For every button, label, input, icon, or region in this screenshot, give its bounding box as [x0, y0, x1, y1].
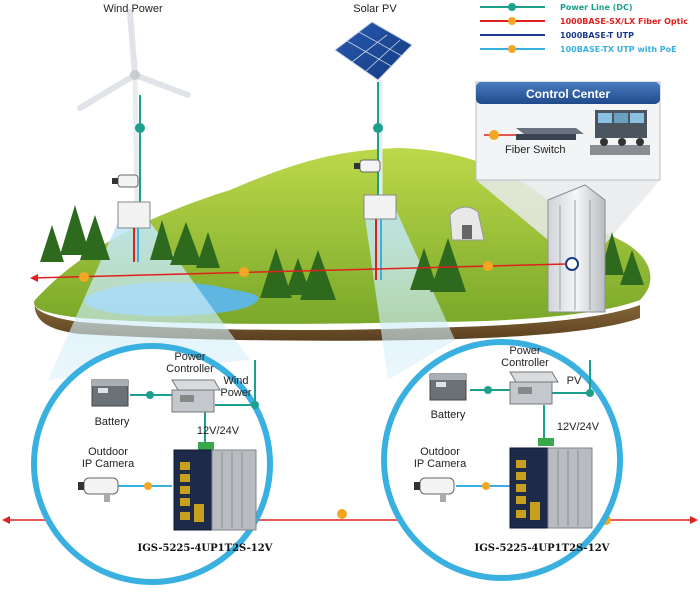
right-industrial-switch-icon [509, 447, 593, 529]
left-camera-label-1: Outdoor [88, 446, 128, 458]
wind-power-label: Wind Power [103, 3, 163, 15]
building-connection-node [565, 257, 579, 271]
legend-item-power: Power Line (DC) [480, 3, 632, 12]
left-power-controller-icon [171, 379, 221, 413]
fiber-switch-icon [516, 128, 584, 140]
svg-text:100BASE-TX UTP with PoE: 100BASE-TX UTP with PoE [560, 45, 677, 54]
left-detail-circle: Power Controller Wind Power Battery 12V/… [31, 343, 273, 585]
control-center-box: Control Center Fiber Switch [475, 81, 661, 181]
dc-marker-wind [135, 123, 145, 133]
left-wind-label-1: Wind [223, 375, 248, 387]
left-callout-beam [48, 222, 250, 380]
right-power-controller-icon [509, 371, 559, 405]
left-model-label: IGS-5225-4UP1T2S-12V [138, 543, 273, 554]
legend-item-utp: 1000BASE-T UTP [480, 31, 634, 40]
svg-text:1000BASE-SX/LX Fiber Optic: 1000BASE-SX/LX Fiber Optic [560, 17, 688, 26]
right-camera-label-1: Outdoor [420, 446, 460, 458]
left-wind-label-2: Power [220, 387, 252, 399]
control-center-title: Control Center [526, 87, 610, 101]
legend: Power Line (DC) 1000BASE-SX/LX Fiber Opt… [480, 3, 688, 54]
monitoring-desk-icon [590, 110, 650, 155]
wind-cabinet [117, 201, 151, 262]
tree-group [40, 205, 644, 300]
shed [449, 206, 485, 241]
left-voltage-label: 12V/24V [197, 425, 240, 437]
right-camera-label-2: IP Camera [414, 458, 467, 470]
solar-cabinet [363, 194, 397, 280]
island-fiber-line [30, 261, 567, 282]
wind-turbine [77, 9, 191, 211]
right-detail-circle: Power Controller PV Battery 12V/24V [381, 339, 623, 581]
right-battery-icon [429, 373, 467, 401]
right-model-label: IGS-5225-4UP1T2S-12V [475, 543, 610, 554]
right-callout-beam [364, 210, 455, 380]
solar-pv-label: Solar PV [353, 3, 397, 15]
right-ip-camera-icon [414, 477, 455, 502]
right-battery-label: Battery [431, 409, 466, 421]
left-power-controller-label-1: Power [174, 351, 206, 363]
right-power-controller-label-2: Controller [501, 357, 549, 369]
left-battery-label: Battery [95, 416, 130, 428]
right-pv-label: PV [567, 375, 582, 387]
svg-text:Power Line (DC): Power Line (DC) [560, 3, 632, 12]
left-power-terminal [198, 442, 214, 450]
solar-camera-icon [354, 159, 381, 173]
legend-item-fiber: 1000BASE-SX/LX Fiber Optic [480, 17, 688, 26]
fiber-switch-label: Fiber Switch [505, 144, 566, 156]
solar-panel-icon [334, 21, 413, 200]
left-battery-icon [91, 379, 129, 407]
svg-text:1000BASE-T UTP: 1000BASE-T UTP [560, 31, 634, 40]
left-ip-camera-icon [78, 477, 119, 502]
skyscraper [547, 184, 606, 313]
right-voltage-label: 12V/24V [557, 421, 600, 433]
legend-item-poe: 100BASE-TX UTP with PoE [480, 45, 677, 54]
dc-marker-solar [373, 123, 383, 133]
right-power-controller-label-1: Power [509, 345, 541, 357]
left-industrial-switch-icon [173, 449, 257, 531]
wind-camera-icon [112, 174, 139, 188]
left-power-controller-label-2: Controller [166, 363, 214, 375]
left-camera-label-2: IP Camera [82, 458, 135, 470]
right-power-terminal [538, 438, 554, 446]
